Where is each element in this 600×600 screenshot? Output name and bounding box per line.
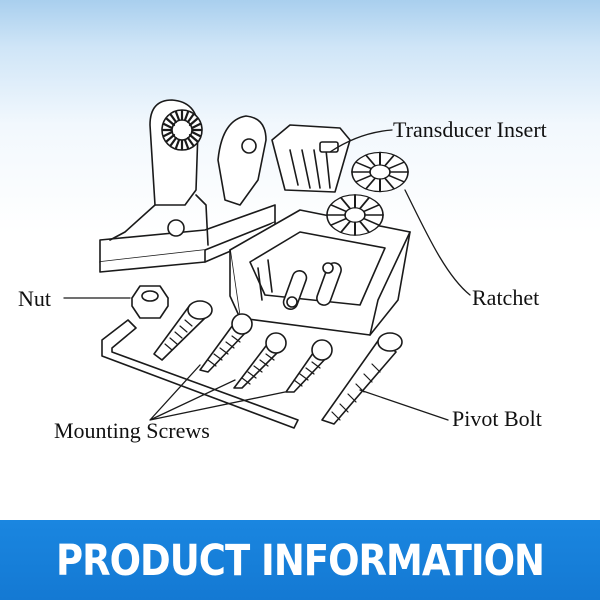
label-ratchet: Ratchet (472, 285, 540, 310)
screw-4 (285, 339, 333, 393)
screw-1 (153, 300, 213, 361)
mount-kit-drawing (63, 99, 471, 429)
screw-2 (199, 313, 253, 373)
leader-mounting-screws (149, 364, 286, 421)
product-information-banner: PRODUCT INFORMATION (0, 520, 600, 600)
pivot-bolt-part (321, 332, 403, 425)
label-pivot-bolt: Pivot Bolt (452, 406, 542, 431)
transducer-block (229, 209, 411, 336)
allen-key-part (101, 319, 299, 429)
leader-pivot-bolt (359, 389, 449, 421)
diagram-canvas: Transducer Insert Ratchet Nut Mounting S… (0, 0, 600, 520)
leader-ratchet (404, 189, 471, 296)
nut-part (131, 285, 169, 319)
ratchet-gear-bottom-icon (326, 194, 384, 236)
leader-lines (63, 129, 471, 421)
label-transducer-insert: Transducer Insert (393, 117, 547, 142)
ratchet-gear-top-icon (351, 151, 409, 193)
screw-3 (233, 332, 287, 389)
banner-title: PRODUCT INFORMATION (55, 535, 545, 585)
leader-transducer-insert (329, 129, 393, 153)
label-mounting-screws: Mounting Screws (54, 418, 210, 443)
label-nut: Nut (18, 286, 51, 311)
bracket-gear-icon (161, 109, 203, 151)
transducer-insert-part (271, 124, 351, 193)
